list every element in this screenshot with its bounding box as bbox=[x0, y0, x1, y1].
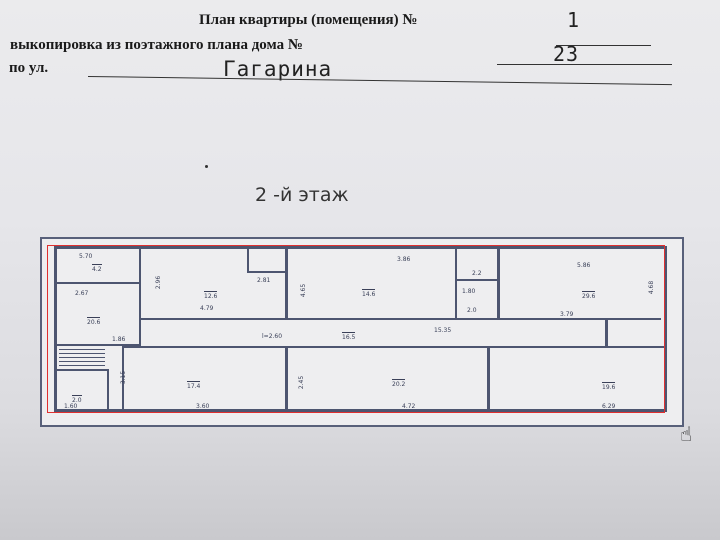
dimension: 1.60 bbox=[64, 403, 78, 410]
stairs bbox=[59, 349, 105, 367]
apartment-number-line bbox=[556, 45, 651, 46]
room-area: 2.2 bbox=[472, 270, 482, 277]
house-number: 23 bbox=[553, 42, 580, 66]
room-area: 17.4 bbox=[187, 381, 201, 390]
street-name: Гагарина bbox=[223, 57, 333, 81]
dimension: 5.70 bbox=[79, 253, 93, 260]
dimension: l=2.60 bbox=[262, 333, 283, 340]
room-area: 4.2 bbox=[92, 264, 102, 273]
room-area: 2.0 bbox=[467, 307, 477, 314]
room-area: 20.6 bbox=[87, 317, 101, 326]
room-area: 2.81 bbox=[257, 277, 271, 284]
dimension: 15.35 bbox=[434, 327, 452, 334]
dimension: 4.79 bbox=[200, 305, 214, 312]
room-area: 20.2 bbox=[392, 379, 406, 388]
room-area: 16.5 bbox=[342, 332, 356, 341]
room-area: 29.6 bbox=[582, 291, 596, 300]
dimension: 1.86 bbox=[112, 336, 126, 343]
plan-subtitle: выкопировка из поэтажного плана дома № bbox=[10, 37, 303, 53]
floor-label: 2 -й этаж bbox=[255, 184, 349, 206]
house-number-line bbox=[497, 64, 672, 65]
room-area: 2.0 bbox=[72, 395, 82, 404]
room-area: 14.6 bbox=[362, 289, 376, 298]
street-label: по ул. bbox=[9, 60, 49, 76]
dimension: 1.80 bbox=[462, 288, 476, 295]
hand-pointer-icon: ☝ bbox=[680, 422, 693, 446]
plan-title: План квартиры (помещения) № bbox=[199, 12, 418, 28]
room-area: 19.6 bbox=[602, 382, 616, 391]
floor-plan: 4.2 20.6 12.6 2.81 14.6 2.2 2.0 29.6 16.… bbox=[40, 237, 684, 427]
dimension: 6.29 bbox=[602, 403, 616, 410]
dot bbox=[205, 165, 208, 168]
dimension: 4.72 bbox=[402, 403, 416, 410]
room-area: 12.6 bbox=[204, 291, 218, 300]
dimension: 3.86 bbox=[397, 256, 411, 263]
dimension: 2.67 bbox=[75, 290, 89, 297]
highlight-frame bbox=[47, 245, 665, 413]
dimension: 3.60 bbox=[196, 403, 210, 410]
apartment-number: 1 bbox=[567, 8, 581, 32]
dimension: 5.86 bbox=[577, 262, 591, 269]
street-line bbox=[87, 76, 672, 86]
dimension: 3.79 bbox=[560, 311, 574, 318]
